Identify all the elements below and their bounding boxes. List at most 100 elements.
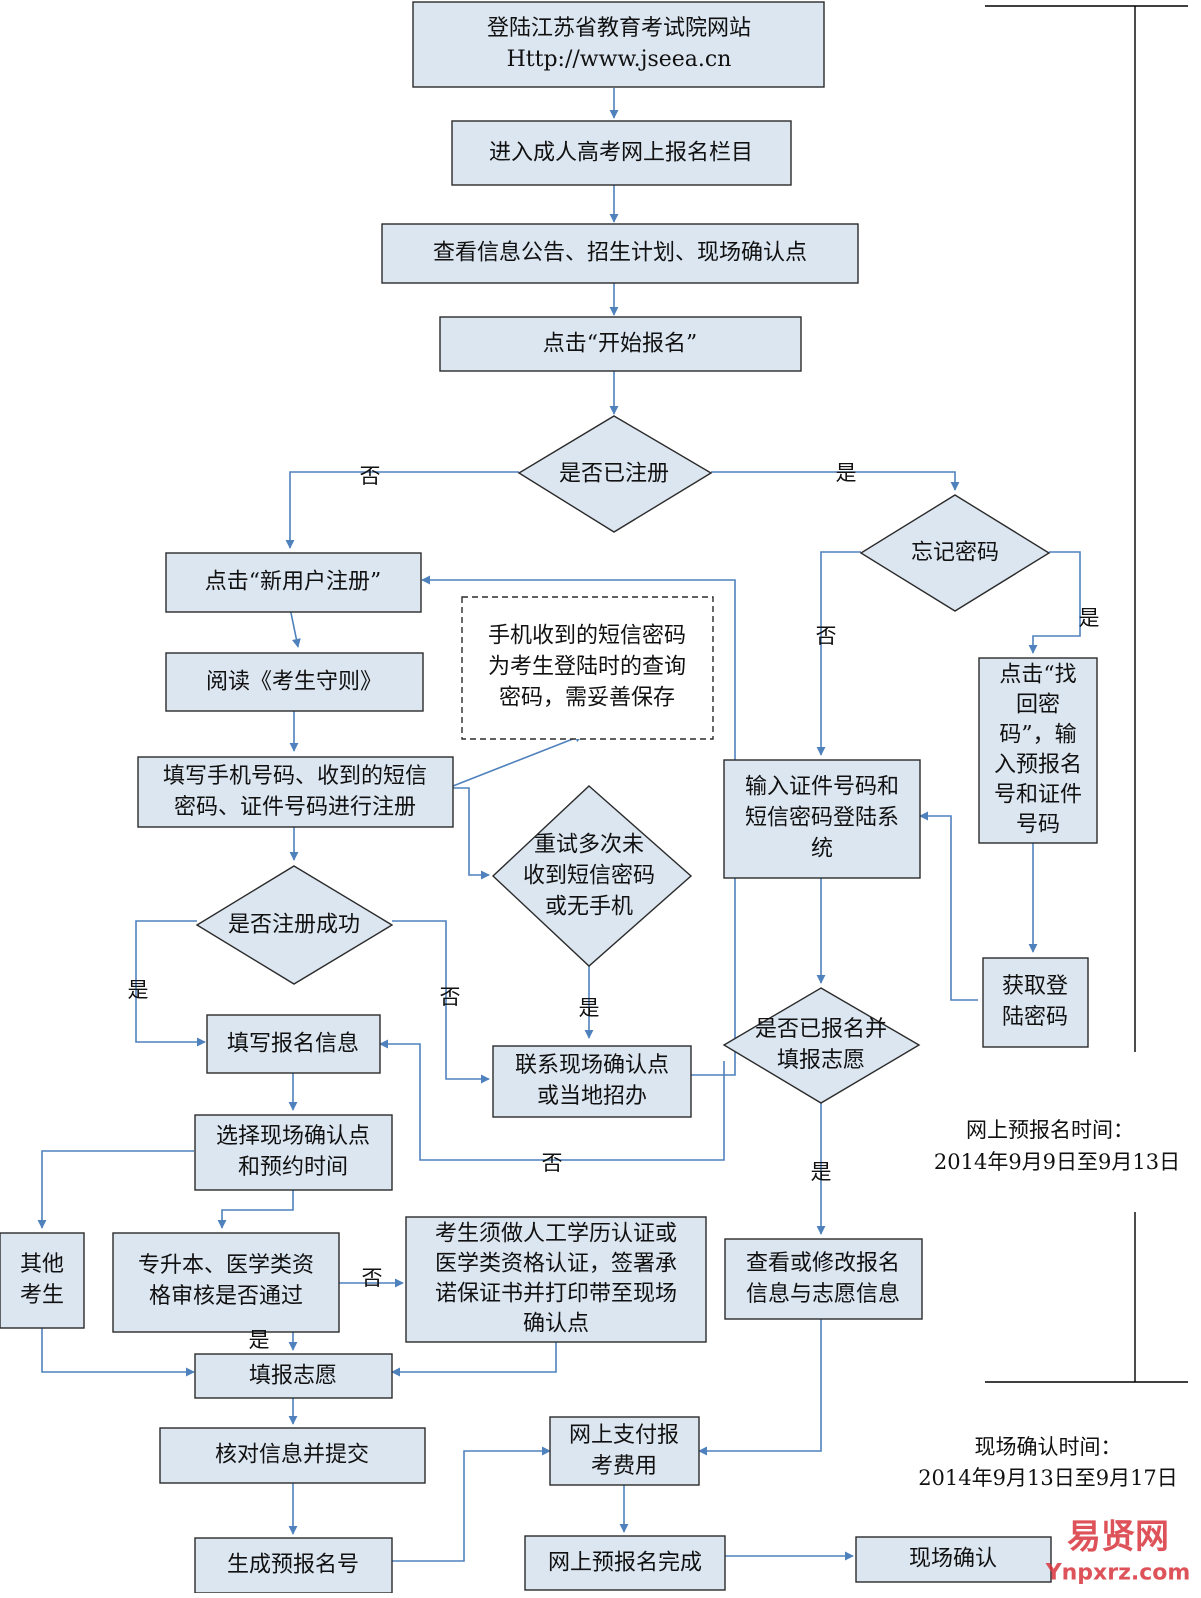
node-text-already-signed-line-2: 填报志愿 — [777, 1048, 865, 1073]
connectors — [37, 88, 1081, 1562]
node-text-choose-site-line-2: 和预约时间 — [238, 1155, 348, 1180]
watermark-brand: 易贤网 — [1067, 1517, 1169, 1557]
node-text-view-info-line-1: 查看信息公告、招生计划、现场确认点 — [433, 241, 807, 266]
node-verify-submit — [159, 1427, 426, 1484]
node-text-contact-site-line-1: 联系现场确认点 — [515, 1053, 669, 1078]
onsite-period-range: 2014年9月13日至9月17日 — [918, 1466, 1178, 1490]
watermark-domain: Ynpxrz.com — [1045, 1561, 1191, 1586]
node-text-fill-wishes-line-1: 填报志愿 — [249, 1364, 337, 1389]
time-notes: 网上预报名时间： 2014年9月9日至9月13日 现场确认时间： 2014年9月… — [918, 1118, 1180, 1490]
edge-label-retry-yes: 是 — [579, 996, 600, 1020]
node-text-fill-signup-line-1: 填写报名信息 — [227, 1032, 359, 1057]
edge-label-success-yes: 是 — [128, 978, 149, 1002]
edge-label-signed-no: 否 — [542, 1151, 563, 1175]
node-text-get-password-line-2: 陆密码 — [1002, 1005, 1068, 1030]
node-click-start — [439, 316, 802, 372]
node-text-click-new-user-line-1: 点击“新用户注册” — [205, 570, 382, 595]
node-text-onsite-confirm-line-1: 现场确认 — [909, 1547, 997, 1572]
node-click-new-user — [165, 552, 422, 613]
node-text-login-line-2: Http://www.jseea.cn — [507, 47, 732, 72]
node-prereg-done — [524, 1535, 726, 1591]
node-text-fill-phone-line-1: 填写手机号码、收到的短信 — [163, 764, 427, 789]
node-text-enter-id-login-line-2: 短信密码登陆系 — [745, 806, 899, 831]
node-text-fill-phone-line-2: 密码、证件号码进行注册 — [174, 795, 416, 820]
node-choose-site — [194, 1114, 393, 1191]
edge-labels: 否 是 否 是 是 否 是 否 是 否 是 — [128, 461, 1100, 1352]
watermark-logo: 易贤网 Ynpxrz.com — [1045, 1517, 1191, 1586]
node-gen-number — [194, 1537, 393, 1594]
node-text-sms-note-line-3: 密码，需妥善保存 — [499, 686, 675, 711]
online-period-range: 2014年9月9日至9月13日 — [934, 1150, 1180, 1174]
node-text-manual-cert-line-2: 医学类资格认证，签署承 — [435, 1252, 677, 1277]
node-text-pay-online-line-2: 考费用 — [591, 1454, 657, 1479]
node-text-retry-sms-line-2: 收到短信密码 — [523, 864, 655, 889]
edge-label-signed-yes: 是 — [811, 1160, 832, 1184]
node-get-password — [982, 957, 1089, 1048]
node-text-prereg-done-line-1: 网上预报名完成 — [548, 1551, 702, 1576]
node-text-verify-submit-line-1: 核对信息并提交 — [215, 1443, 369, 1468]
node-text-special-review-line-1: 专升本、医学类资 — [138, 1253, 314, 1278]
node-text-sms-note-line-2: 为考生登陆时的查询 — [488, 655, 686, 680]
node-text-contact-site-line-2: 或当地招办 — [537, 1084, 647, 1109]
node-text-gen-number-line-1: 生成预报名号 — [227, 1553, 359, 1578]
edge-label-forgot-yes: 是 — [1079, 606, 1100, 630]
edge-label-reg-no: 否 — [360, 464, 381, 488]
node-text-find-password-line-6: 号码 — [1016, 813, 1060, 838]
node-retry-sms — [491, 785, 693, 967]
shapes — [0, 1, 1098, 1594]
node-text-register-success-line-1: 是否注册成功 — [228, 913, 360, 938]
node-text-find-password-line-1: 点击“找 — [999, 663, 1076, 688]
node-text-choose-site-line-1: 选择现场确认点 — [216, 1124, 370, 1149]
edge-label-review-yes: 是 — [249, 1328, 270, 1352]
node-text-manual-cert-line-3: 诺保证书并打印带至现场 — [435, 1282, 677, 1307]
edge-label-reg-yes: 是 — [836, 461, 857, 485]
node-manual-cert — [405, 1216, 707, 1343]
node-forgot-password — [859, 494, 1051, 612]
node-text-pay-online-line-1: 网上支付报 — [569, 1423, 679, 1448]
node-sms-note — [461, 596, 714, 740]
node-find-password — [978, 657, 1098, 844]
online-period-label: 网上预报名时间： — [966, 1118, 1134, 1142]
node-text-view-modify-line-2: 信息与志愿信息 — [746, 1282, 900, 1307]
node-onsite-confirm — [855, 1536, 1052, 1583]
node-pay-online — [549, 1416, 700, 1486]
timeline-bracket — [985, 5, 1188, 1383]
node-text-retry-sms-line-1: 重试多次未 — [534, 833, 644, 858]
node-already-signed — [722, 987, 921, 1104]
node-view-info — [381, 223, 859, 284]
edge-label-forgot-no: 否 — [816, 624, 837, 648]
node-text-find-password-line-2: 回密 — [1016, 693, 1060, 718]
node-fill-phone — [137, 756, 454, 828]
node-text-get-password-line-1: 获取登 — [1002, 974, 1068, 999]
node-register-success — [195, 865, 394, 985]
node-text-enter-id-login-line-3: 统 — [811, 837, 833, 862]
node-text-sms-note-line-1: 手机收到的短信密码 — [488, 624, 686, 649]
node-special-review — [112, 1232, 340, 1333]
node-text-manual-cert-line-4: 确认点 — [523, 1312, 589, 1337]
node-text-click-start-line-1: 点击“开始报名” — [543, 332, 698, 357]
node-text-find-password-line-3: 码”，输 — [999, 723, 1076, 748]
node-text-is-registered-line-1: 是否已注册 — [559, 462, 669, 487]
node-text-find-password-line-5: 号和证件 — [994, 783, 1082, 808]
node-text-find-password-line-4: 入预报名 — [994, 753, 1082, 778]
node-text-view-modify-line-1: 查看或修改报名 — [746, 1251, 900, 1276]
edge-label-review-no: 否 — [362, 1266, 383, 1290]
node-text-manual-cert-line-1: 考生须做人工学历认证或 — [435, 1222, 677, 1247]
node-text-retry-sms-line-3: 或无手机 — [545, 895, 633, 920]
node-text-login-line-1: 登陆江苏省教育考试院网站 — [487, 16, 751, 41]
node-read-rules — [165, 652, 424, 712]
node-other-candidates — [0, 1232, 85, 1329]
node-text-special-review-line-2: 格审核是否通过 — [149, 1284, 303, 1309]
node-text-other-candidates-line-2: 考生 — [20, 1283, 64, 1308]
edge-label-success-no: 否 — [440, 985, 461, 1009]
node-contact-site — [492, 1045, 692, 1118]
node-text-already-signed-line-1: 是否已报名并 — [755, 1017, 887, 1042]
node-texts: 登陆江苏省教育考试院网站Http://www.jseea.cn进入成人高考网上报… — [20, 16, 1082, 1578]
onsite-period-label: 现场确认时间： — [975, 1435, 1122, 1459]
node-login — [412, 1, 825, 88]
node-text-read-rules-line-1: 阅读《考生守则》 — [206, 670, 382, 695]
node-text-forgot-password-line-1: 忘记密码 — [911, 541, 999, 566]
node-text-enter-id-login-line-1: 输入证件号码和 — [745, 775, 899, 800]
